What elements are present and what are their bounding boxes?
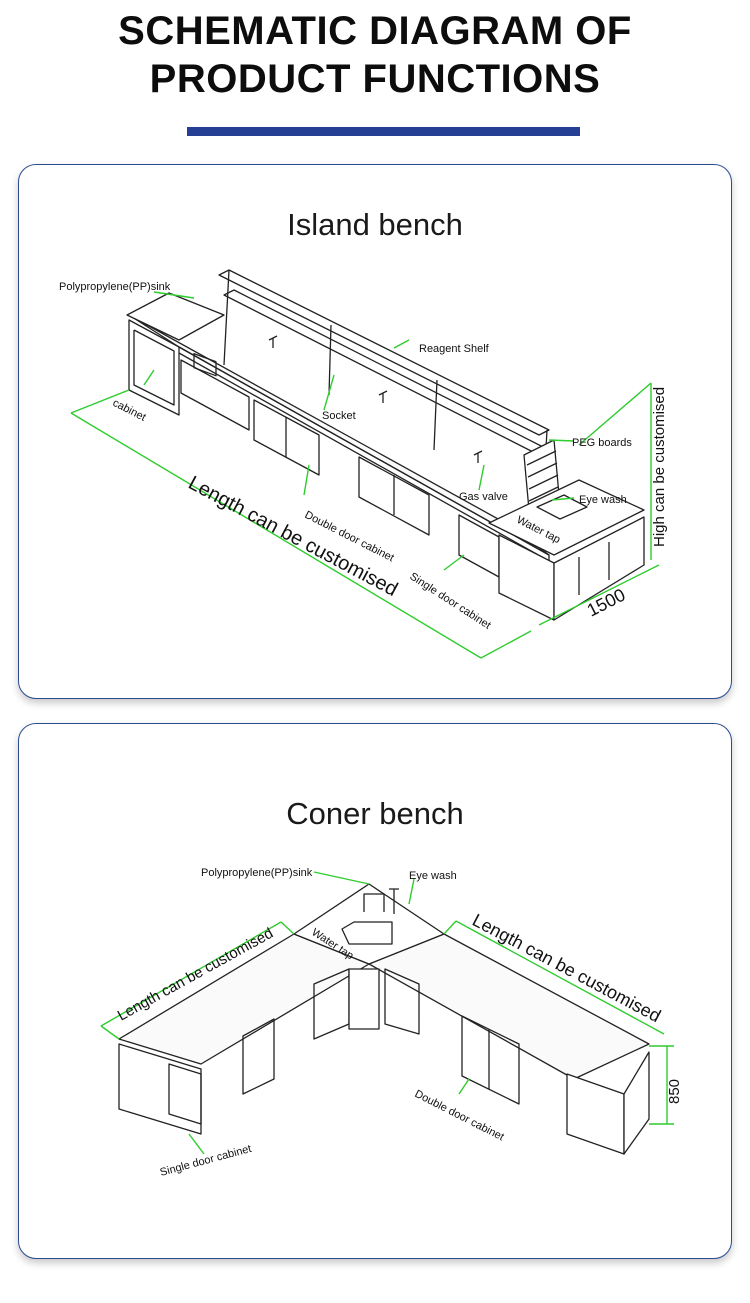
island-sink-label: Polypropylene(PP)sink [59,281,171,293]
left-length-dimension [100,921,282,1027]
island-height-label: High can be customised [651,387,668,547]
corner-bench-drawing: Polypropylene(PP)sink Eye wash Water tap… [100,867,683,1179]
width-dimension-line [538,564,660,626]
reagent-shelf-label: Reagent Shelf [419,343,490,355]
right-length-dimension [455,920,665,1035]
corner-right-countertop [368,933,650,1080]
island-sink-block [126,292,225,341]
island-left-cabinet [128,319,180,416]
eye-wash-label: Eye wash [579,494,627,506]
island-cabinet-label: cabinet [111,397,148,424]
corner-double-door-label: Double door cabinet [413,1088,506,1143]
corner-single-door-label: Single door cabinet [159,1143,253,1179]
peg-boards-label: PEG boards [572,437,632,449]
title-underline [187,127,580,136]
gas-valve-label: Gas valve [459,491,508,503]
corner-bench-card: Coner bench [18,723,732,1259]
island-end-sink [488,479,645,556]
island-bench-card: Island bench [18,164,732,699]
length-dimension-line [70,412,482,659]
corner-sink-label: Polypropylene(PP)sink [201,867,313,879]
island-bench-drawing: Polypropylene(PP)sink cabinet Reagent Sh… [59,269,668,659]
corner-bench-title: Coner bench [286,796,464,831]
page-title-line-2: PRODUCT FUNCTIONS [149,57,601,101]
corner-height-label: 850 [666,1079,683,1104]
reagent-shelf [218,269,550,436]
island-length-label: Length can be customised [185,472,401,601]
page-title-line-1: SCHEMATIC DIAGRAM OF [118,9,632,53]
socket-label: Socket [322,410,356,422]
corner-cabinet [348,968,380,1030]
island-bench-title: Island bench [287,207,463,242]
corner-eye-wash-label: Eye wash [409,870,457,882]
single-door-label: Single door cabinet [407,570,493,631]
